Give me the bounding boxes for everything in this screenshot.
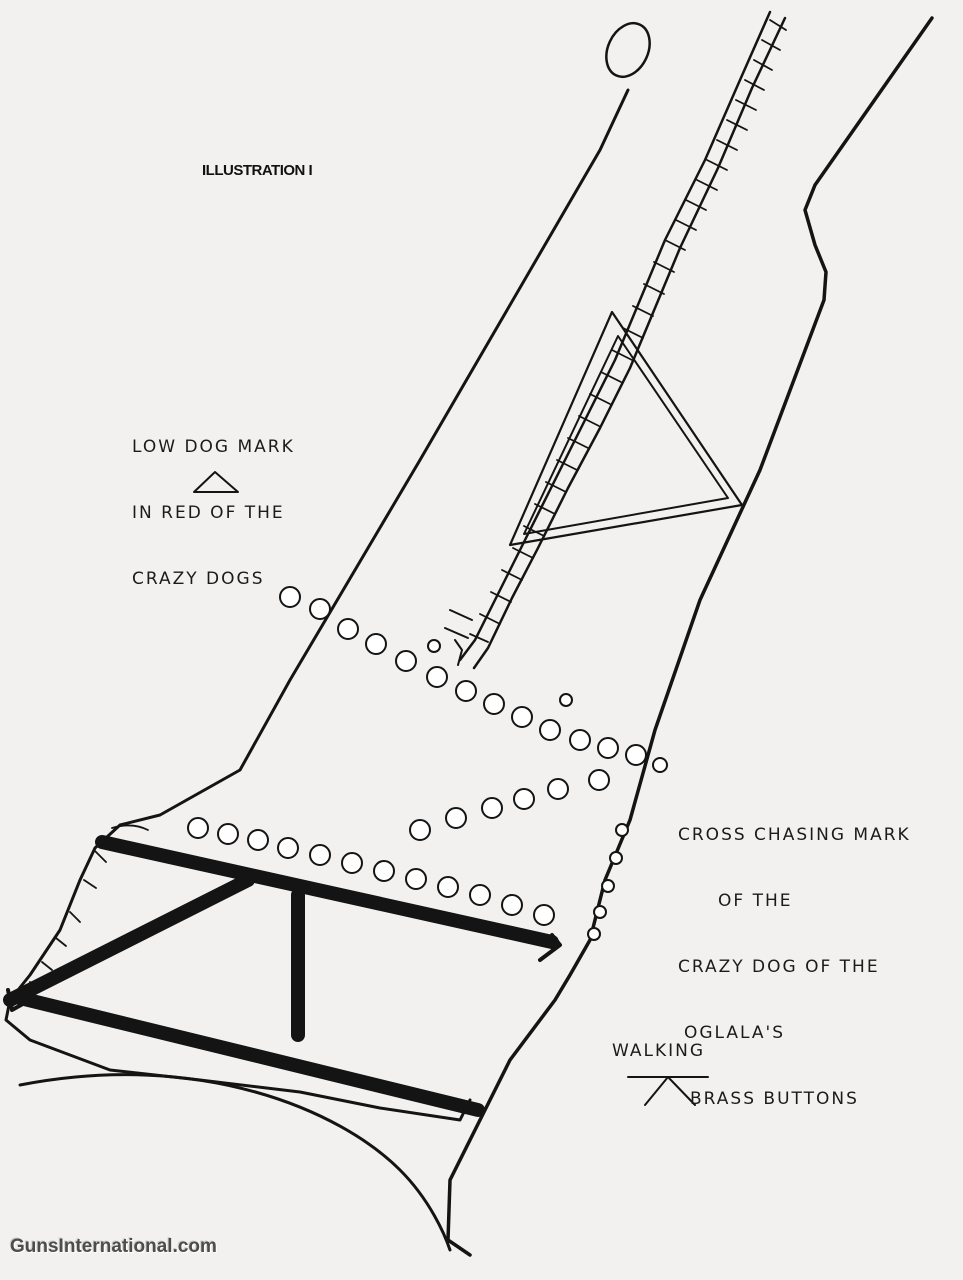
brass-button [539,719,561,741]
illustration-title: ILLUSTRATION I [202,162,313,179]
brass-button [469,884,491,906]
cross-caption-line: CRAZY DOG OF THE [678,957,880,977]
cross-bar-left-end [6,988,32,1012]
brass-button [601,879,615,893]
triangle-mark-outer [508,310,744,547]
brass-button [277,837,299,859]
brass-button [481,797,503,819]
brass-button [373,860,395,882]
strap-right-edge [472,16,787,670]
brass-button [217,823,239,845]
brass-button [445,807,467,829]
brass-button [437,876,459,898]
walking-label: WALKING [612,1041,706,1061]
brass-button [337,618,359,640]
cross-caption-line: OF THE [718,891,793,911]
strap-lacing [469,19,787,643]
cross-bar-lower-diag [13,991,485,1117]
stock-heel-curve [18,1073,452,1252]
low-dog-caption-line: LOW DOG MARK [132,437,295,457]
brass-button [365,633,387,655]
brass-button [569,729,591,751]
strap-left-edge [458,10,772,662]
strap-end-loop [444,609,473,666]
edge-stitching [29,824,149,991]
brass-button [309,598,331,620]
brass-button [593,905,607,919]
brass-button [279,586,301,608]
low-dog-caption: LOW DOG MARK IN RED OF THE CRAZY DOGS [132,392,295,612]
brass-button [247,829,269,851]
brass-button [483,693,505,715]
brass-button [559,693,573,707]
stock-outline-right [446,16,934,1257]
brass-button [341,852,363,874]
brass-button [652,757,668,773]
brass-buttons [187,586,668,941]
brass-button [511,706,533,728]
brass-button [587,927,601,941]
cross-bar-right-end [538,933,562,962]
cross-bar-top [95,835,559,949]
brass-button [409,819,431,841]
cross-chasing-caption: CROSS CHASING MARK OF THE CRAZY DOG OF T… [678,780,911,1132]
sling-loop [605,22,651,78]
cross-caption-line: OGLALA'S [684,1023,785,1043]
brass-button [427,639,441,653]
brass-button [533,904,555,926]
brass-button [426,666,448,688]
triangle-mark-inner [523,335,729,535]
cross-bar-upper-diag [3,873,255,1007]
brass-button [395,650,417,672]
brass-button [501,894,523,916]
low-dog-caption-line: IN RED OF THE [132,503,285,523]
watermark: GunsInternational.com [10,1236,217,1257]
brass-button [588,769,610,791]
cross-caption-line: CROSS CHASING MARK [678,825,911,845]
brass-button [547,778,569,800]
brass-button [405,868,427,890]
brass-button [187,817,209,839]
brass-button [513,788,535,810]
brass-button [455,680,477,702]
brass-button [609,851,623,865]
cross-caption-line: BRASS BUTTONS [690,1089,859,1109]
stock-outline-left [4,88,630,1122]
brass-button [309,844,331,866]
brass-button [625,744,647,766]
low-dog-caption-line: CRAZY DOGS [132,569,265,589]
brass-button [615,823,629,837]
walking-symbol [627,1076,709,1106]
brass-button [597,737,619,759]
triangle-symbol [193,471,239,493]
